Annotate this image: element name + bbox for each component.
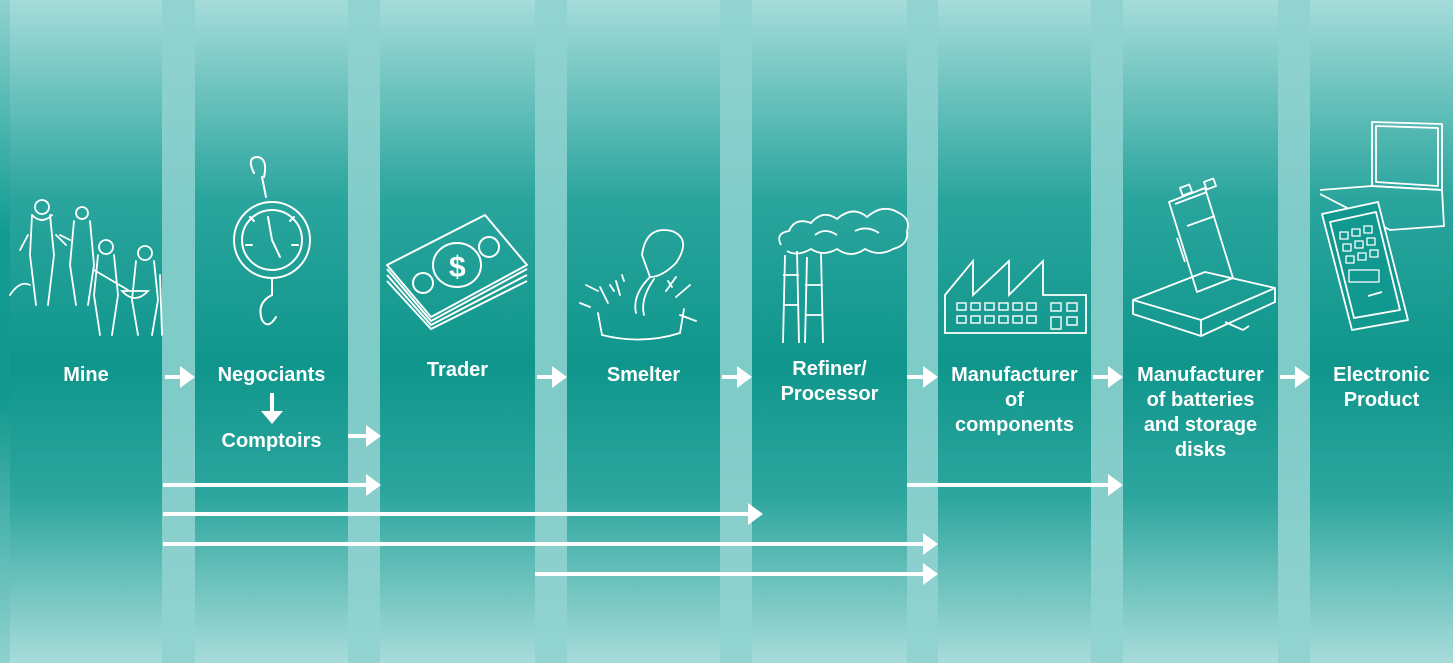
stage-label-product: Electronic Product bbox=[1333, 364, 1430, 411]
separator bbox=[162, 0, 195, 663]
separator bbox=[1091, 0, 1123, 663]
battery-disk-icon bbox=[1132, 177, 1276, 337]
svg-text:$: $ bbox=[449, 251, 466, 284]
stage-label-components: Manufacturer of components bbox=[951, 364, 1078, 436]
column-negociants bbox=[195, 0, 348, 663]
factory-smoke-icon bbox=[778, 207, 909, 344]
stage-label-mine: Mine bbox=[63, 364, 109, 386]
flow-arrow-mine-to-components bbox=[163, 533, 938, 555]
flow-arrow-smelter-to-components bbox=[535, 563, 938, 585]
flow-arrow-mine-to-refiner bbox=[163, 503, 763, 525]
stage-label-batteries: Manufacturer of batteries and storage di… bbox=[1137, 364, 1264, 461]
column-product bbox=[1310, 0, 1453, 663]
laptop-phone-icon bbox=[1319, 121, 1445, 331]
column-refiner bbox=[752, 0, 907, 663]
flow-arrow-mine-to-negociants bbox=[165, 366, 195, 388]
factory-icon bbox=[944, 258, 1087, 334]
stage-label-refiner: Refiner/ Processor bbox=[780, 358, 879, 405]
flow-arrow-refiner-to-components bbox=[907, 366, 938, 388]
flow-arrow-refiner-to-batteries bbox=[907, 474, 1123, 496]
ladle-icon bbox=[579, 229, 697, 341]
flow-arrow-comptoirs-to-trader bbox=[348, 425, 381, 447]
separator bbox=[535, 0, 567, 663]
column-trader bbox=[380, 0, 535, 663]
stage-label-negociants: Negociants bbox=[217, 364, 326, 386]
flow-arrow-mine-to-trader bbox=[163, 474, 381, 496]
separator bbox=[1278, 0, 1310, 663]
separator bbox=[907, 0, 938, 663]
flow-arrow-trader-to-smelter bbox=[537, 366, 567, 388]
money-icon: $ bbox=[386, 214, 528, 330]
column-components bbox=[938, 0, 1091, 663]
stage-label-trader: Trader bbox=[426, 359, 489, 381]
separator bbox=[720, 0, 752, 663]
separator bbox=[348, 0, 380, 663]
flow-arrow-negociants-to-comptoirs bbox=[261, 393, 283, 424]
flow-arrow-components-to-batteries bbox=[1093, 366, 1123, 388]
flow-arrow-smelter-to-refiner bbox=[722, 366, 752, 388]
miners-icon bbox=[9, 199, 163, 336]
stage-label-comptoirs: Comptoirs bbox=[221, 430, 322, 452]
flow-arrow-batteries-to-product bbox=[1280, 366, 1310, 388]
stage-label-smelter: Smelter bbox=[606, 364, 681, 386]
column-smelter bbox=[567, 0, 720, 663]
scale-icon bbox=[233, 155, 311, 326]
